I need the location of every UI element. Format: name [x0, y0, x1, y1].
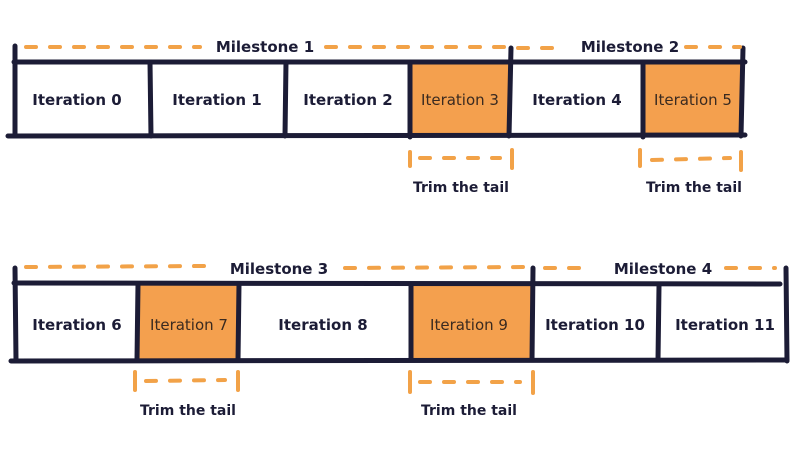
row-2-outline: [8, 265, 790, 364]
iteration-label-3: Iteration 3: [421, 91, 499, 109]
row-1-outline: [5, 43, 748, 140]
iteration-cell-11: [659, 284, 787, 359]
milestone-1-label: Milestone 1: [216, 38, 314, 56]
iteration-cell-9: [411, 284, 533, 359]
iteration-label-6: Iteration 6: [32, 316, 121, 334]
milestone-3-bracket: [24, 264, 527, 270]
iteration-cell-5: [643, 62, 743, 135]
iteration-label-7: Iteration 7: [150, 316, 228, 334]
iteration-label-1: Iteration 1: [172, 91, 261, 109]
iteration-label-8: Iteration 8: [278, 316, 367, 334]
trim-label-3: Trim the tail: [140, 403, 236, 419]
iteration-label-0: Iteration 0: [32, 91, 121, 109]
trim-bracket-4: [408, 370, 535, 395]
trim-bracket-2: [638, 148, 743, 172]
row-2: Milestone 3 Milestone 4 Iteration 6 Iter…: [8, 260, 790, 419]
iteration-label-9: Iteration 9: [430, 316, 508, 334]
iteration-cell-1: [150, 62, 286, 135]
iteration-cell-3: [410, 62, 511, 135]
milestone-3-label: Milestone 3: [230, 260, 328, 278]
trim-bracket-3: [133, 370, 240, 392]
trim-label-2: Trim the tail: [646, 180, 742, 196]
iteration-cell-8: [239, 284, 411, 359]
iteration-label-4: Iteration 4: [532, 91, 621, 109]
row-1: Milestone 1 Milestone 2 Iteration 0 Iter…: [5, 38, 748, 196]
trim-label-1: Trim the tail: [413, 180, 509, 196]
milestone-2-bracket: [516, 45, 742, 50]
iteration-cell-4: [511, 62, 643, 135]
milestone-4-label: Milestone 4: [614, 260, 712, 278]
iteration-cell-0: [14, 62, 150, 135]
milestone-2-label: Milestone 2: [581, 38, 679, 56]
iteration-cell-10: [533, 284, 659, 359]
trim-bracket-1: [408, 148, 514, 170]
iteration-label-10: Iteration 10: [545, 316, 645, 334]
iteration-cell-7: [138, 284, 239, 359]
iteration-cell-6: [14, 284, 138, 359]
trim-label-4: Trim the tail: [421, 403, 517, 419]
iteration-label-2: Iteration 2: [303, 91, 392, 109]
iteration-label-11: Iteration 11: [675, 316, 775, 334]
iteration-cell-2: [286, 62, 410, 135]
iteration-label-5: Iteration 5: [654, 91, 732, 109]
